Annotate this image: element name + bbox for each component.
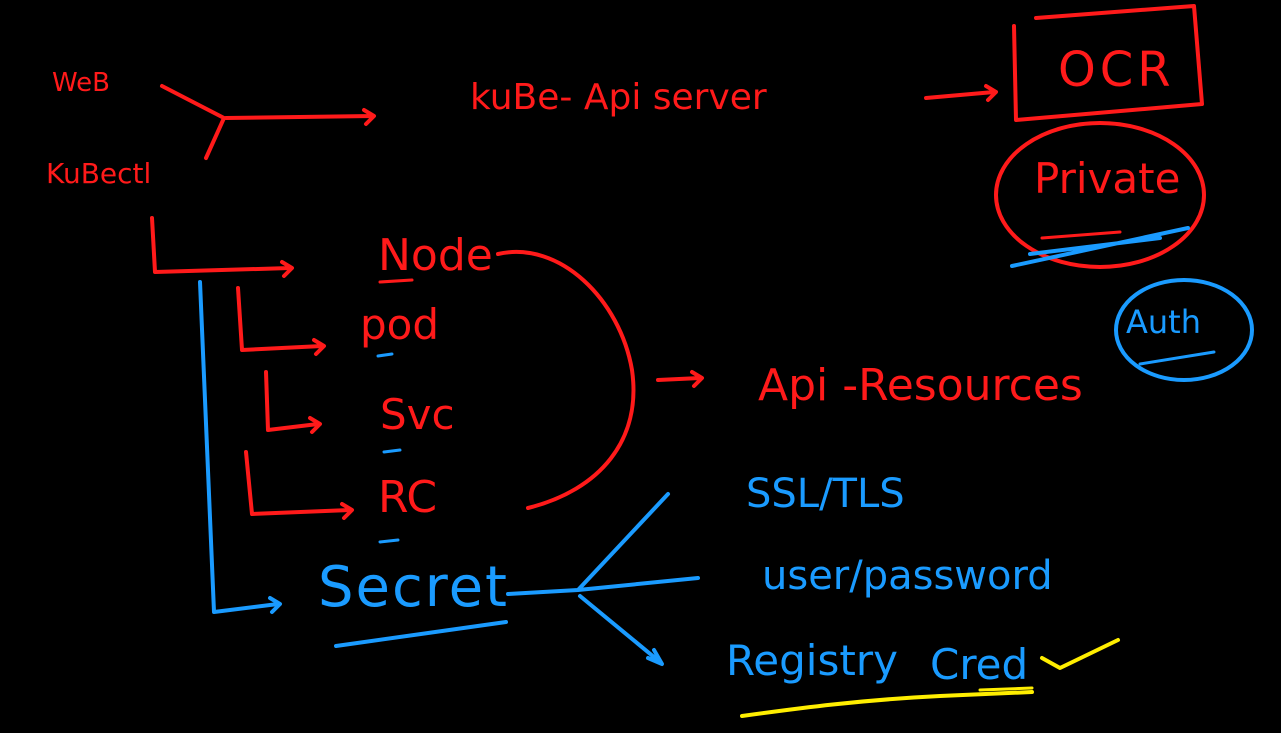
web-connector-line [160, 84, 226, 160]
node-branch [150, 216, 294, 278]
auth-underline [1138, 350, 1216, 366]
svc-mark [382, 448, 402, 454]
api-resources-arrow [656, 370, 704, 388]
private-blue-underline [1010, 226, 1190, 268]
grouping-curve [496, 250, 636, 510]
cred-label: Cred [930, 640, 1029, 689]
secret-underline [334, 620, 508, 648]
private-circle [994, 121, 1206, 269]
auth-circle [1114, 278, 1254, 382]
pod-label: pod [360, 300, 440, 349]
auth-label: Auth [1126, 303, 1201, 341]
private-label: Private [1034, 154, 1181, 203]
secret-label: Secret [318, 555, 509, 620]
secret-branch [198, 280, 282, 614]
ocr-arrow [924, 84, 998, 102]
node-label: Node [378, 230, 493, 281]
pod-mark [376, 352, 394, 358]
rc-mark [378, 538, 400, 544]
registry-cred-underline [740, 690, 1034, 718]
cred-underline [978, 686, 1034, 692]
secret-fork [506, 492, 700, 666]
ssl-tls-label: SSL/TLS [746, 471, 905, 517]
svc-branch [264, 370, 322, 434]
node-underline [378, 278, 414, 284]
kube-apiserver-label: kuBe- Api server [470, 77, 767, 118]
apiserver-arrow [224, 108, 376, 126]
rc-label: RC [378, 472, 438, 523]
pod-branch [236, 286, 326, 356]
ocr-label: OCR [1058, 42, 1175, 98]
check-icon [1040, 638, 1120, 670]
private-underline [1040, 230, 1122, 240]
user-password-label: user/password [762, 553, 1053, 599]
web-label: WeB [52, 68, 111, 98]
api-resources-label: Api -Resources [758, 360, 1083, 411]
svc-label: Svc [380, 390, 455, 439]
ocr-box [1012, 4, 1204, 122]
registry-label: Registry [726, 636, 898, 685]
kubectl-label: KuBectl [46, 157, 152, 190]
rc-branch [244, 450, 354, 520]
